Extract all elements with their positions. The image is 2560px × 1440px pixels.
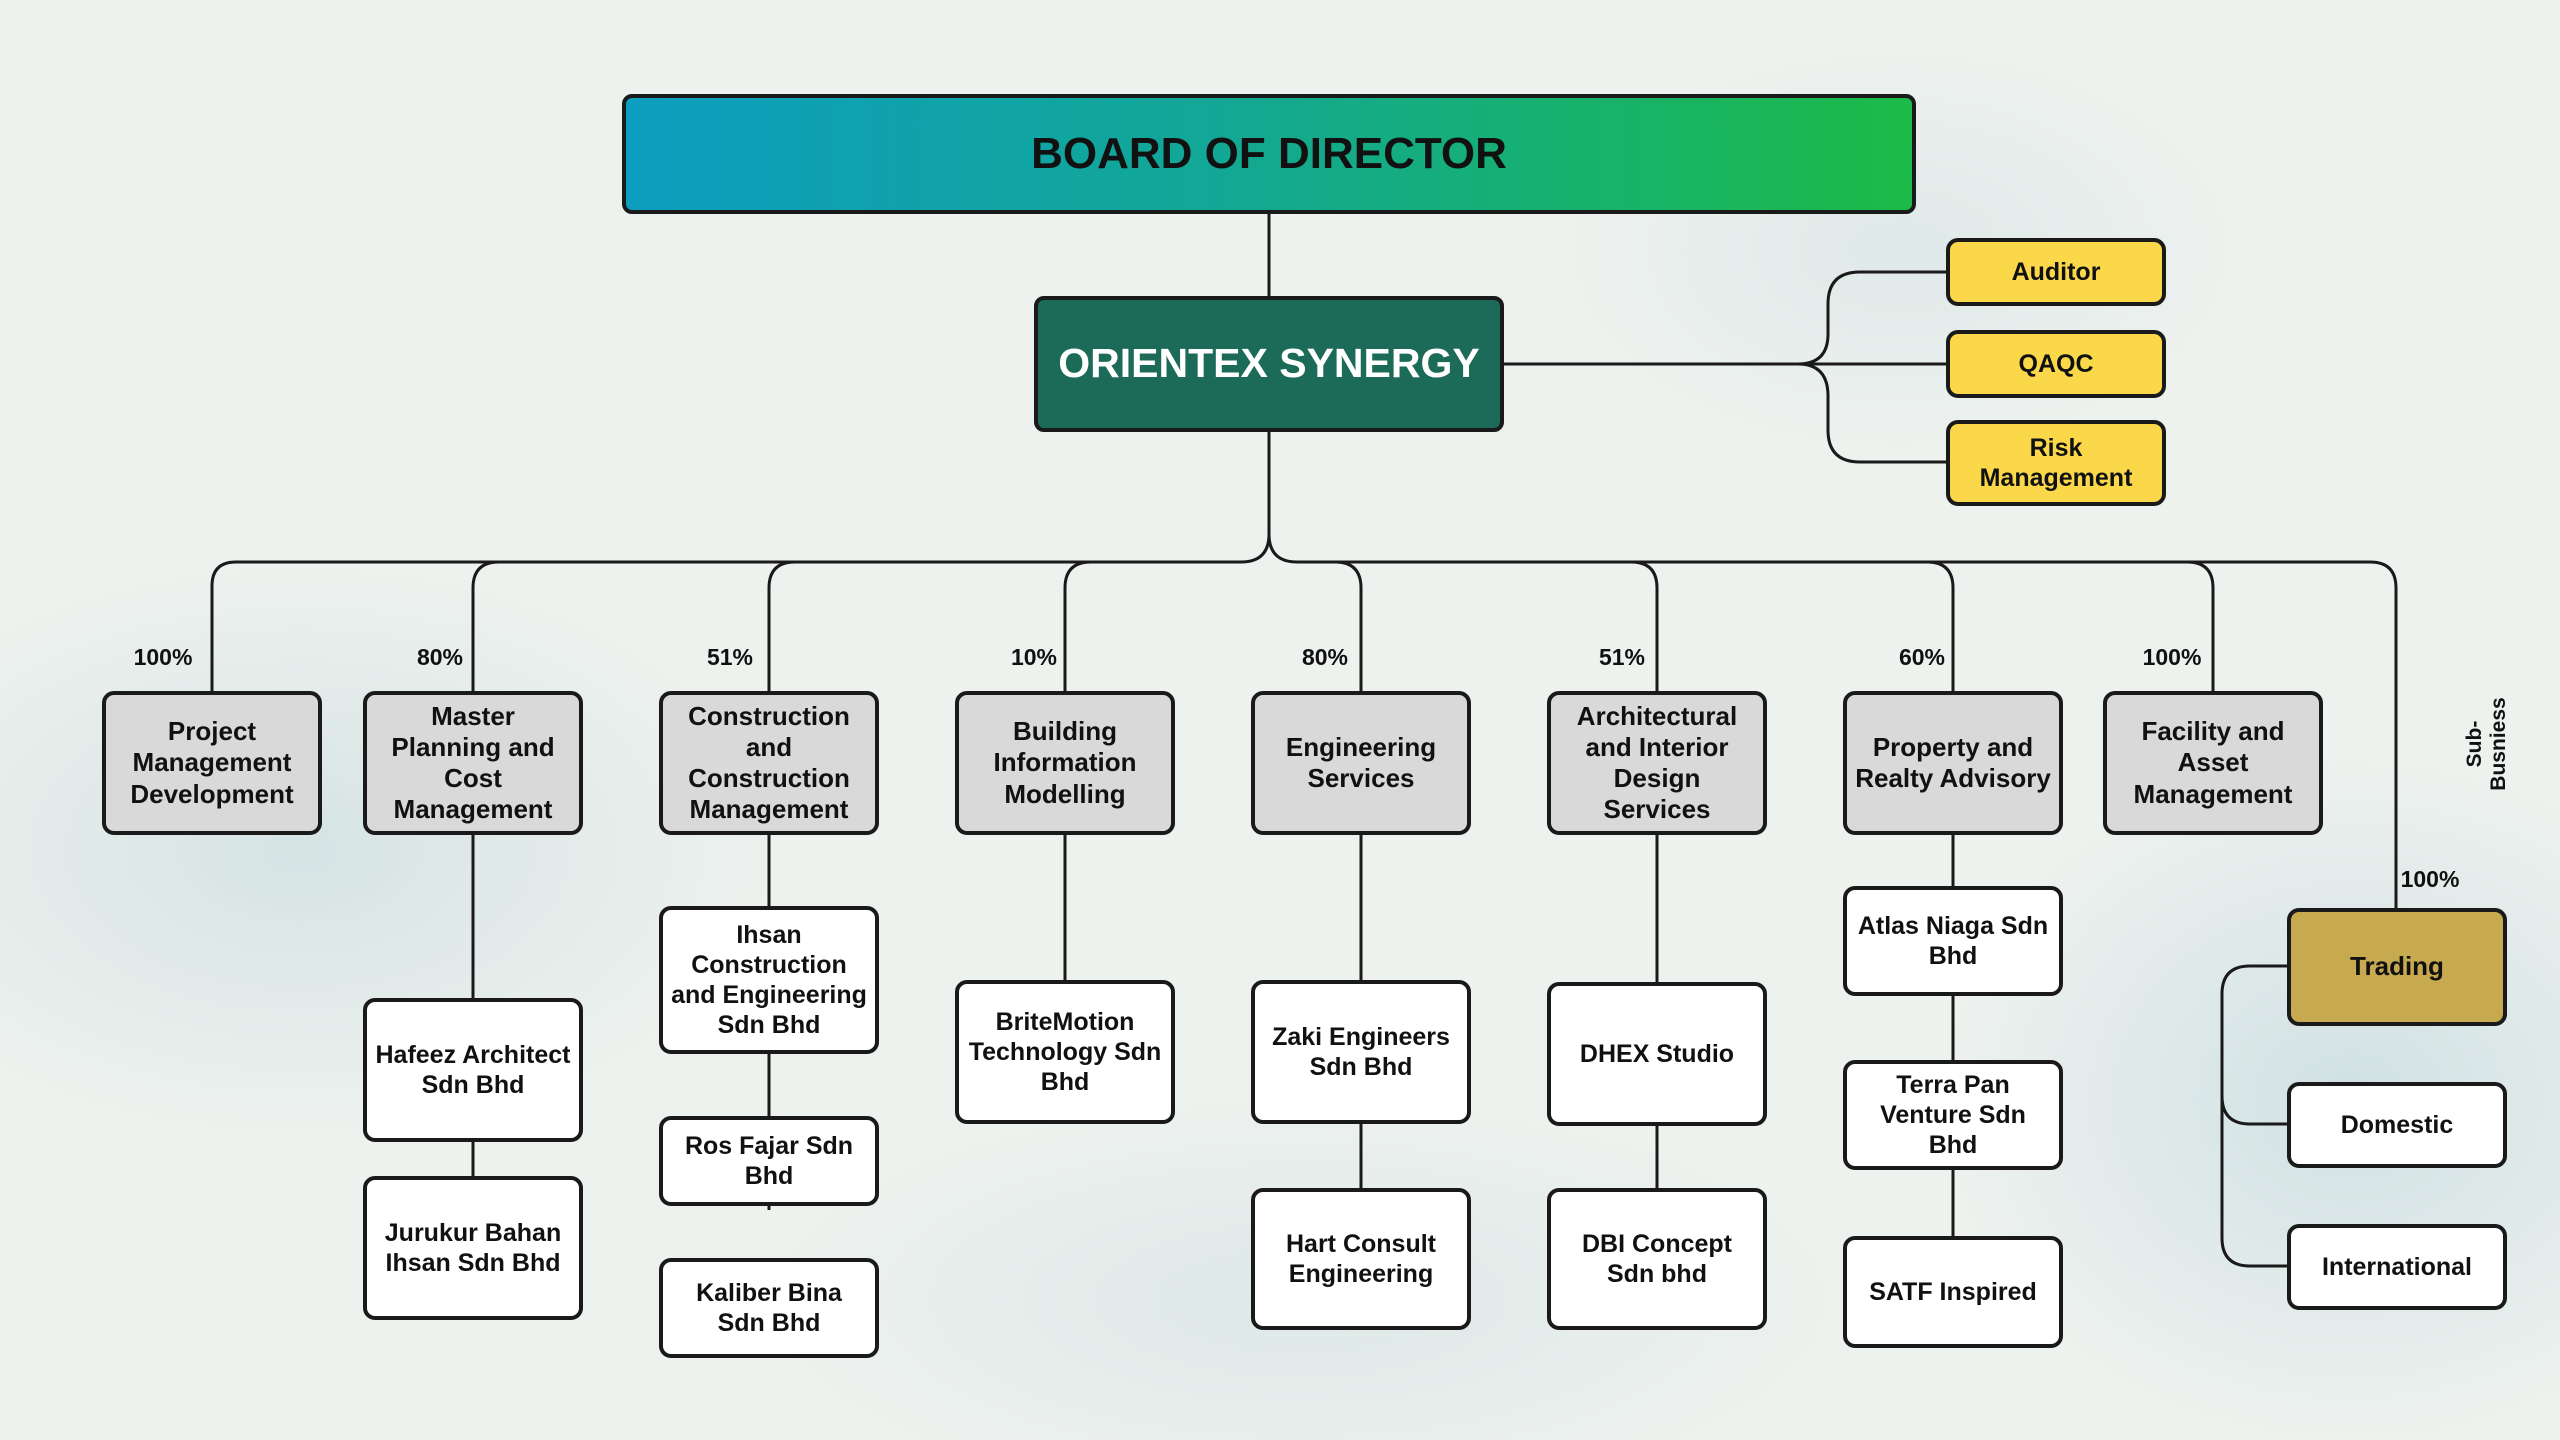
subsidiary-label: DHEX Studio — [1579, 1040, 1735, 1068]
subsidiary-label: Kaliber Bina Sdn Bhd — [696, 1279, 842, 1337]
division-percent: 100% — [2142, 644, 2202, 670]
support-unit-risk-management: Risk Management — [1946, 420, 2166, 506]
division-label: Engineering Services — [1285, 731, 1437, 793]
division-percent: 80% — [1301, 644, 1349, 670]
division-percent: 60% — [1898, 644, 1946, 670]
subsidiary-britemotion: BriteMotion Technology Sdn Bhd — [955, 980, 1175, 1124]
connector-risk — [1797, 362, 1946, 464]
connector-trading-international — [2220, 1096, 2287, 1268]
drop-div-7 — [1926, 560, 1955, 691]
division-label: Project Management Development — [130, 716, 294, 809]
orientex-synergy-box: ORIENTEX SYNERGY — [1034, 296, 1504, 432]
drop-div-6 — [1630, 560, 1659, 691]
connector-bus-right — [1267, 533, 2398, 908]
subsidiary-label: Hafeez Architect Sdn Bhd — [375, 1041, 571, 1099]
division-label: Facility and Asset Management — [2133, 716, 2293, 809]
subsidiary-label: Ihsan Construction and Engineering Sdn B… — [671, 921, 867, 1039]
drop-div-5 — [1334, 560, 1363, 691]
subsidiary-label: Terra Pan Venture Sdn Bhd — [1880, 1071, 2026, 1159]
drop-div-2 — [471, 560, 500, 691]
subsidiary-kaliber-bina: Kaliber Bina Sdn Bhd — [659, 1258, 879, 1358]
subsidiary-atlas-niaga: Atlas Niaga Sdn Bhd — [1843, 886, 2063, 996]
connector-bus-left — [210, 533, 1271, 691]
division-label: Construction and Construction Management — [688, 700, 850, 825]
support-unit-label: QAQC — [2018, 350, 2094, 378]
board-of-director-box: BOARD OF DIRECTOR — [622, 94, 1916, 214]
company-title: ORIENTEX SYNERGY — [1058, 340, 1480, 387]
subsidiary-hart-consult: Hart Consult Engineering — [1251, 1188, 1471, 1330]
trading-child-label: Domestic — [2340, 1111, 2454, 1139]
division-percent: 100% — [133, 644, 193, 670]
subsidiary-dbi-concept: DBI Concept Sdn bhd — [1547, 1188, 1767, 1330]
subsidiary-hafeez-architect: Hafeez Architect Sdn Bhd — [363, 998, 583, 1142]
trading-box: Trading — [2287, 908, 2507, 1026]
division-label: Master Planning and Cost Management — [391, 700, 555, 825]
subsidiary-label: Hart Consult Engineering — [1286, 1230, 1436, 1288]
division-property-realty-advisory: Property and Realty Advisory — [1843, 691, 2063, 835]
support-unit-qaqc: QAQC — [1946, 330, 2166, 398]
subsidiary-zaki-engineers: Zaki Engineers Sdn Bhd — [1251, 980, 1471, 1124]
division-label: Building Information Modelling — [993, 716, 1137, 809]
sub-business-label: Sub-Busniess — [2463, 697, 2510, 791]
subsidiary-dhex-studio: DHEX Studio — [1547, 982, 1767, 1126]
trading-international: International — [2287, 1224, 2507, 1310]
drop-div-4 — [1063, 560, 1092, 691]
division-facility-asset-management: Facility and Asset Management — [2103, 691, 2323, 835]
division-master-planning: Master Planning and Cost Management — [363, 691, 583, 835]
trading-child-label: International — [2321, 1253, 2472, 1281]
subsidiary-label: Zaki Engineers Sdn Bhd — [1272, 1023, 1450, 1081]
division-percent: 10% — [1010, 644, 1058, 670]
subsidiary-jurukur-bahan: Jurukur Bahan Ihsan Sdn Bhd — [363, 1176, 583, 1320]
subsidiary-terra-pan: Terra Pan Venture Sdn Bhd — [1843, 1060, 2063, 1170]
division-percent: 51% — [706, 644, 754, 670]
sub-business-percent: 100% — [2400, 866, 2460, 892]
drop-div-8 — [2186, 560, 2215, 691]
subsidiary-label: Atlas Niaga Sdn Bhd — [1857, 912, 2049, 970]
trading-label: Trading — [2350, 951, 2444, 982]
division-project-management-development: Project Management Development — [102, 691, 322, 835]
support-unit-label: Risk Management — [1979, 434, 2133, 492]
board-title: BOARD OF DIRECTOR — [1031, 128, 1507, 178]
subsidiary-label: Ros Fajar Sdn Bhd — [684, 1132, 854, 1190]
drop-div-3 — [767, 560, 796, 691]
subsidiary-ihsan-construction: Ihsan Construction and Engineering Sdn B… — [659, 906, 879, 1054]
division-percent: 80% — [416, 644, 464, 670]
trading-domestic: Domestic — [2287, 1082, 2507, 1168]
division-architectural-interior-design: Architectural and Interior Design Servic… — [1547, 691, 1767, 835]
subsidiary-label: Jurukur Bahan Ihsan Sdn Bhd — [384, 1219, 562, 1277]
division-label: Architectural and Interior Design Servic… — [1576, 700, 1738, 825]
subsidiary-satf-inspired: SATF Inspired — [1843, 1236, 2063, 1348]
connector-auditor — [1797, 270, 1946, 366]
support-unit-label: Auditor — [2011, 258, 2101, 286]
support-unit-auditor: Auditor — [1946, 238, 2166, 306]
division-building-information-modelling: Building Information Modelling — [955, 691, 1175, 835]
division-percent: 51% — [1598, 644, 1646, 670]
division-engineering-services: Engineering Services — [1251, 691, 1471, 835]
subsidiary-label: BriteMotion Technology Sdn Bhd — [968, 1008, 1162, 1096]
subsidiary-label: SATF Inspired — [1869, 1278, 2037, 1306]
subsidiary-label: DBI Concept Sdn bhd — [1582, 1230, 1732, 1288]
division-construction: Construction and Construction Management — [659, 691, 879, 835]
division-label: Property and Realty Advisory — [1855, 731, 2051, 793]
subsidiary-ros-fajar: Ros Fajar Sdn Bhd — [659, 1116, 879, 1206]
connector-trading-domestic — [2220, 964, 2287, 1126]
